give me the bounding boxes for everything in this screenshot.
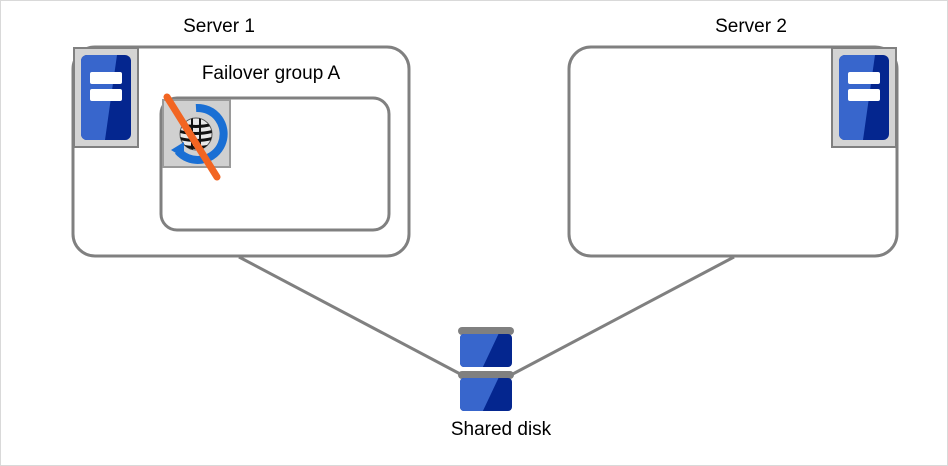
failover-group-label: Failover group A (201, 63, 341, 84)
server-icon[interactable] (831, 47, 897, 148)
server-icon-body (839, 55, 889, 140)
connector-server1-disk (238, 255, 465, 378)
shared-disk-icon[interactable] (458, 327, 514, 415)
server-icon-bar (90, 72, 122, 84)
disk-cap (458, 371, 514, 379)
server-icon-bar (90, 89, 122, 101)
disk-cap (458, 327, 514, 335)
disk-body (460, 378, 512, 411)
server-icon-body (81, 55, 131, 140)
server-icon-bar (848, 72, 880, 84)
failover-group-icon-glyph (171, 103, 228, 164)
server2-label: Server 2 (715, 16, 787, 37)
connector-server2-disk (508, 255, 735, 378)
server-icon-bar (848, 89, 880, 101)
failover-group-icon[interactable] (162, 99, 231, 168)
server-icon[interactable] (73, 47, 139, 148)
server1-label: Server 1 (183, 16, 255, 37)
disk-body (460, 334, 512, 367)
shared-disk-label: Shared disk (450, 419, 552, 440)
